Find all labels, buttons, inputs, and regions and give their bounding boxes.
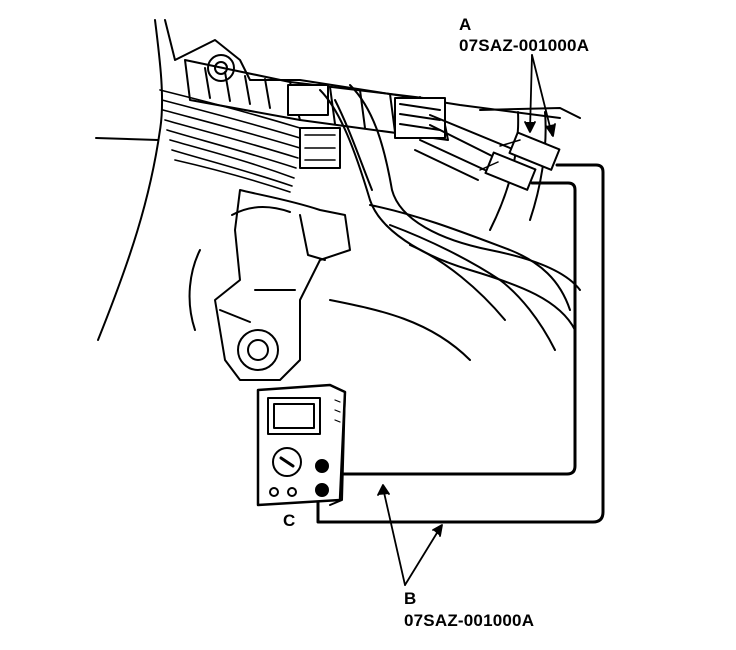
callout-a-leaders (524, 54, 556, 137)
multimeter (256, 383, 347, 507)
test-probe-connectors (414, 114, 561, 191)
mount-bracket (188, 189, 351, 381)
callout-a-letter: A (459, 15, 472, 34)
callout-b-part-number: 07SAZ-001000A (404, 611, 535, 630)
callout-b-letter: B (404, 589, 417, 608)
callout-b-leaders (377, 484, 443, 586)
main-harness (329, 204, 571, 361)
test-leads (316, 163, 605, 524)
hose (319, 84, 581, 331)
callout-a-part-number: 07SAZ-001000A (459, 36, 590, 55)
callout-c-letter: C (283, 511, 296, 530)
